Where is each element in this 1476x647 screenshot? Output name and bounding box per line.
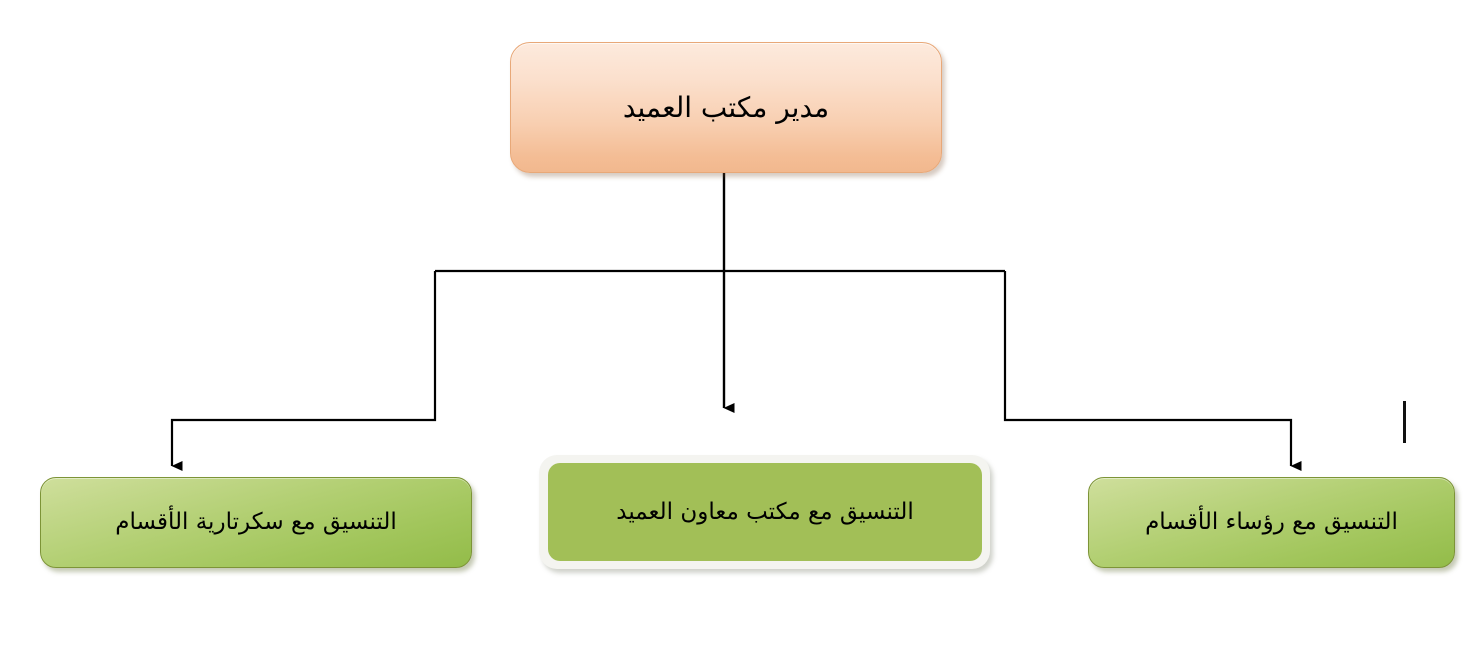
- text-caret-tick: [1403, 401, 1406, 443]
- connector-to-left: [170, 271, 437, 471]
- node-coordination-vice-dean-office-label: التنسيق مع مكتب معاون العميد: [616, 498, 914, 525]
- node-coordination-department-heads-label: التنسيق مع رؤساء الأقسام: [1145, 509, 1398, 536]
- node-coordination-department-heads[interactable]: التنسيق مع رؤساء الأقسام: [1088, 477, 1455, 568]
- node-director-office-label: مدير مكتب العميد: [622, 91, 830, 124]
- node-coordination-department-secretariats-label: التنسيق مع سكرتارية الأقسام: [115, 509, 397, 536]
- node-director-office[interactable]: مدير مكتب العميد: [510, 42, 942, 173]
- node-coordination-department-secretariats[interactable]: التنسيق مع سكرتارية الأقسام: [40, 477, 472, 568]
- connector-to-right: [1003, 271, 1302, 471]
- node-coordination-vice-dean-office[interactable]: التنسيق مع مكتب معاون العميد: [548, 463, 982, 561]
